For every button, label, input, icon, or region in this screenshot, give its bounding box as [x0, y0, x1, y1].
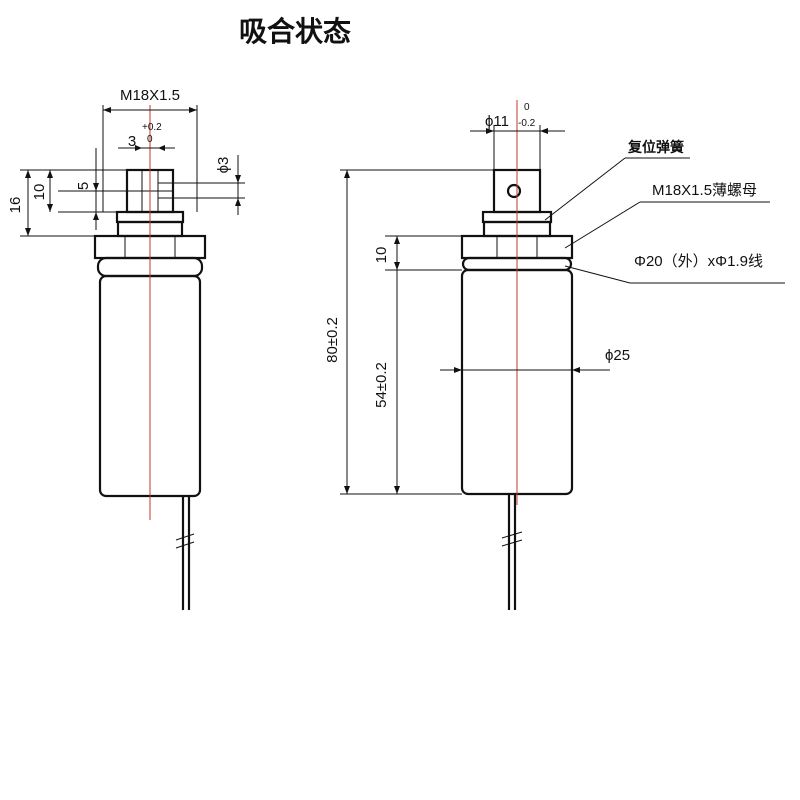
right-dim-body: 54±0.2 — [373, 362, 390, 408]
left-slot-width: 3 — [128, 133, 136, 150]
left-dim-16: 16 — [7, 197, 24, 214]
left-dim-10: 10 — [31, 184, 48, 201]
left-dim-5: 5 — [75, 182, 92, 190]
callout-spring: 复位弹簧 — [627, 139, 684, 156]
page-title: 吸合状态 — [238, 15, 351, 48]
right-body-dia: ϕ25 — [605, 347, 630, 364]
left-view: M18X1.5 3 +0.2 0 ϕ3 16 10 5 — [7, 87, 245, 610]
right-shaft-dia: ϕ11 — [485, 113, 509, 130]
right-view: ϕ11 0 -0.2 ϕ25 80±0.2 10 54±0.2 复位弹簧 M18… — [324, 100, 785, 610]
left-hole-dia: ϕ3 — [215, 157, 232, 174]
right-dim-total: 80±0.2 — [324, 317, 341, 363]
right-shaft-tol-lower: -0.2 — [518, 118, 536, 129]
left-slot-tol-upper: +0.2 — [142, 122, 162, 133]
left-slot-tol-lower: 0 — [147, 134, 153, 145]
left-thread-label: M18X1.5 — [120, 87, 180, 104]
right-shaft-tol-upper: 0 — [524, 102, 530, 113]
right-dim-10: 10 — [373, 247, 390, 264]
right-pin-hole — [506, 183, 522, 199]
callout-o-ring: Φ20（外）xΦ1.9线 — [634, 253, 763, 270]
callout-nut: M18X1.5薄螺母 — [652, 182, 757, 199]
